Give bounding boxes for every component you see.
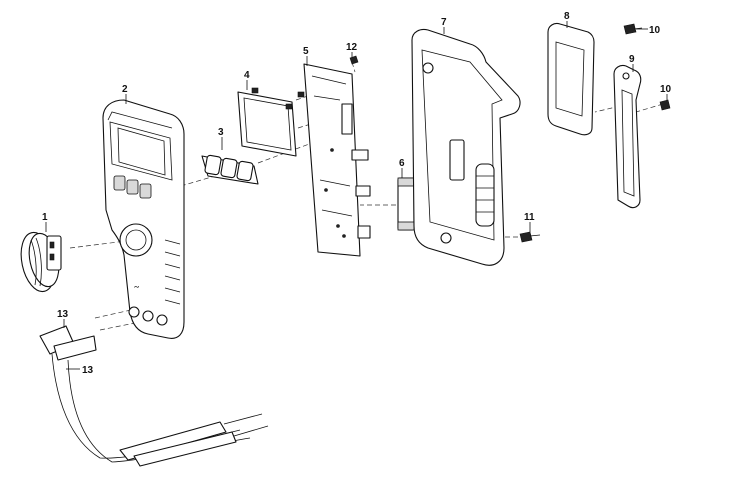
leader-lines: [45, 21, 668, 370]
callout-13-bottom: 13: [82, 365, 94, 376]
callout-11: 11: [524, 212, 535, 223]
callout-1: 1: [42, 212, 48, 223]
svg-text:~: ~: [134, 282, 139, 292]
part-7-rear-housing: [411, 28, 521, 266]
callout-13-top: 13: [57, 309, 69, 320]
callout-10-right: 10: [660, 84, 672, 95]
part-1-rotary-knob: [20, 231, 62, 293]
callout-7: 7: [441, 17, 447, 28]
callout-9: 9: [629, 54, 635, 65]
callout-4: 4: [244, 70, 250, 81]
part-12-screw: [349, 55, 359, 65]
part-13-test-leads: [39, 325, 269, 467]
callout-2: 2: [122, 84, 128, 95]
callout-12: 12: [346, 42, 358, 53]
part-5-circuit-board: [297, 63, 371, 257]
part-11-screw: [519, 231, 541, 243]
part-8-battery-frame: [547, 22, 595, 136]
callout-6: 6: [399, 158, 405, 169]
part-3-button-keypad: [201, 154, 259, 185]
part-4-lcd-display: [237, 87, 297, 157]
callout-10-top: 10: [649, 25, 661, 36]
part-10-screw-top: [623, 23, 643, 35]
part-9-battery-door: [613, 64, 642, 209]
callout-3: 3: [218, 127, 224, 138]
part-10-screw-right: [659, 99, 671, 111]
part-6-fuse: [397, 177, 415, 231]
callout-8: 8: [564, 11, 570, 22]
callout-5: 5: [303, 46, 309, 57]
part-2-front-housing: ~: [102, 99, 185, 339]
callout-labels: 1 2 3 4 5 6 7 8 9 10 10 11 12 13 13: [42, 11, 672, 376]
